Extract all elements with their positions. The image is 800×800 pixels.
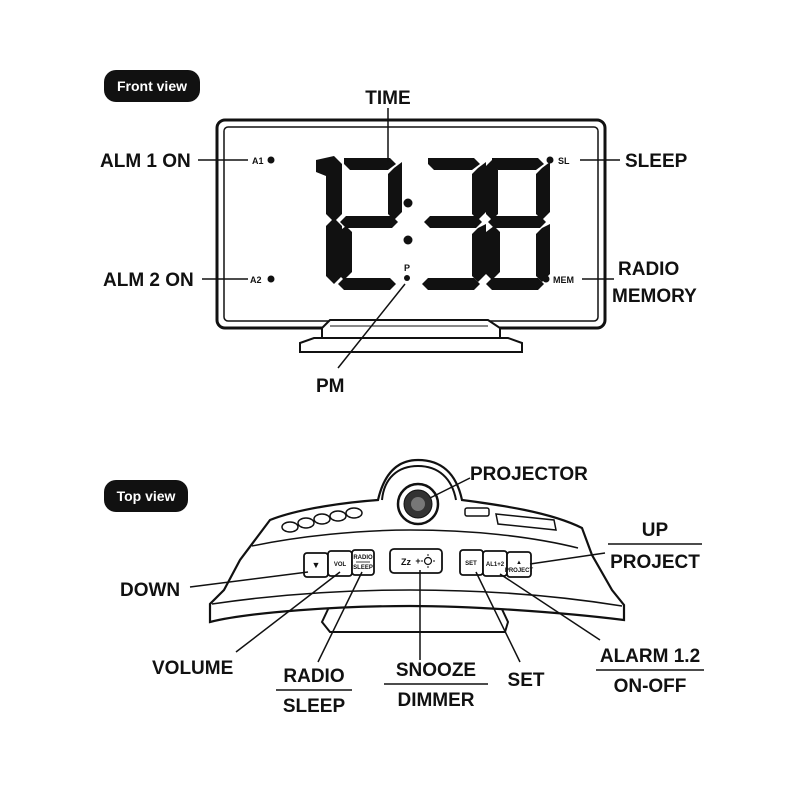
svg-text:A2: A2: [250, 275, 262, 285]
svg-text:▲: ▲: [516, 560, 522, 566]
svg-text:SLEEP: SLEEP: [353, 565, 373, 571]
indicator-sl: SL: [546, 156, 570, 166]
digit-2: [338, 158, 402, 290]
label-snooze: SNOOZE: [396, 660, 476, 681]
display-digits: [316, 156, 550, 290]
label-pm: PM: [316, 376, 345, 397]
indicator-a2: A2: [250, 275, 275, 285]
indicator-a1: A1: [252, 156, 275, 166]
digit-8: [486, 158, 550, 290]
front-leader-lines: [198, 108, 620, 369]
digit-3: [422, 158, 486, 290]
label-set: SET: [508, 670, 545, 691]
label-projector: PROJECTOR: [470, 464, 588, 485]
alarm-onoff-button[interactable]: AL1+2: [482, 550, 508, 577]
indicator-pm: P: [404, 263, 410, 281]
label-volume: VOLUME: [152, 658, 233, 679]
label-alm2: ALM 2 ON: [103, 270, 194, 291]
label-dimmer: DIMMER: [397, 690, 474, 711]
top-view-badge: Top view: [104, 480, 188, 512]
svg-text:SET: SET: [465, 561, 477, 567]
svg-text:RADIO: RADIO: [353, 555, 373, 561]
svg-text:MEM: MEM: [553, 275, 574, 285]
svg-text:Top view: Top view: [117, 488, 176, 504]
sun-rays-icon: [421, 554, 435, 568]
label-sleep-top: SLEEP: [283, 696, 346, 717]
svg-text:A1: A1: [252, 156, 264, 166]
speaker-grille: [281, 507, 363, 533]
up-project-button[interactable]: ▲ PROJECT: [505, 551, 534, 578]
set-button[interactable]: SET: [459, 549, 484, 576]
colon-dot-bottom: [403, 235, 413, 245]
svg-text:Front view: Front view: [117, 78, 187, 94]
clock-top-body: [208, 458, 626, 633]
svg-text:Zz: Zz: [401, 557, 411, 567]
label-alm1: ALM 1 ON: [100, 151, 191, 172]
indicator-mem: MEM: [542, 275, 574, 285]
snooze-dimmer-button[interactable]: Zz +: [389, 548, 443, 574]
label-alarm: ALARM 1.2: [600, 646, 700, 667]
front-view-badge: Front view: [104, 70, 200, 102]
svg-text:AL1+2: AL1+2: [486, 562, 505, 568]
label-radio-memory-1: RADIO: [618, 259, 679, 280]
label-on-off: ON-OFF: [614, 676, 687, 697]
label-sleep: SLEEP: [625, 151, 688, 172]
label-time: TIME: [365, 88, 410, 109]
top-leader-lines: [189, 477, 606, 663]
label-radio-memory-2: MEMORY: [612, 286, 697, 307]
svg-text:PROJECT: PROJECT: [505, 568, 534, 574]
svg-text:SL: SL: [558, 156, 570, 166]
sun-icon: [423, 556, 433, 566]
svg-text:VOL: VOL: [334, 562, 347, 568]
label-radio: RADIO: [283, 666, 344, 687]
radio-sleep-button[interactable]: RADIO SLEEP: [351, 549, 375, 576]
down-button[interactable]: ▼: [303, 552, 329, 578]
label-down: DOWN: [120, 580, 180, 601]
svg-text:P: P: [404, 263, 410, 273]
label-up: UP: [642, 520, 669, 541]
clock-front-body: [215, 118, 607, 353]
colon-dot-top: [403, 198, 413, 208]
svg-text:▼: ▼: [312, 560, 321, 570]
svg-text:+: +: [415, 556, 420, 566]
label-project: PROJECT: [610, 552, 700, 573]
